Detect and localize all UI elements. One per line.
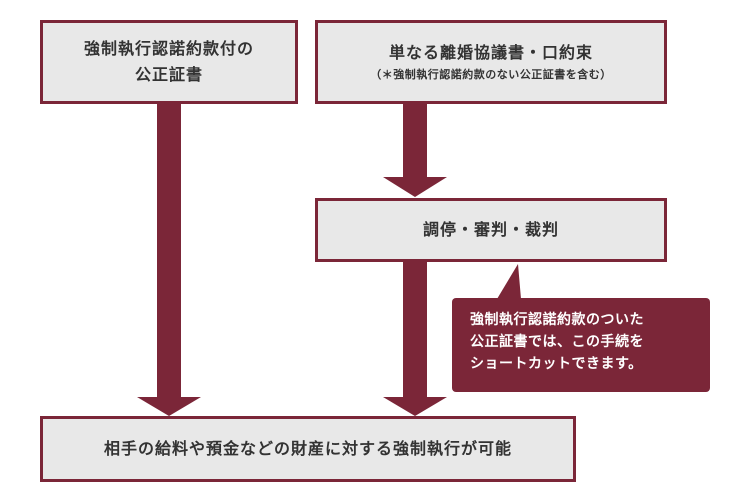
callout-pointer bbox=[497, 264, 521, 299]
enforcement-title: 相手の給料や預金などの財産に対する強制執行が可能 bbox=[103, 439, 512, 458]
notarized-deed-line2: 公正証書 bbox=[134, 65, 203, 84]
arrow-agreement-to-court bbox=[383, 102, 447, 197]
court-procedure-box: 調停・審判・裁判 bbox=[315, 198, 667, 262]
callout-line2: 公正証書では、この手続を bbox=[470, 334, 644, 350]
notarized-deed-box: 強制執行認諾約款付の 公正証書 bbox=[40, 20, 298, 104]
simple-agreement-note: （＊強制執行認諾約款のない公正証書を含む） bbox=[370, 68, 612, 81]
callout-line1: 強制執行認諾約款のついた bbox=[470, 312, 644, 328]
arrow-court-to-enforcement bbox=[383, 260, 447, 416]
arrow-deed-to-enforcement bbox=[137, 102, 201, 416]
callout-line3: ショートカットできます。 bbox=[470, 356, 643, 372]
shortcut-callout: 強制執行認諾約款のついた 公正証書では、この手続を ショートカットできます。 bbox=[452, 298, 710, 392]
simple-agreement-box: 単なる離婚協議書・口約束 （＊強制執行認諾約款のない公正証書を含む） bbox=[315, 20, 667, 104]
enforcement-box: 相手の給料や預金などの財産に対する強制執行が可能 bbox=[40, 416, 576, 482]
simple-agreement-title: 単なる離婚協議書・口約束 bbox=[388, 43, 593, 62]
notarized-deed-line1: 強制執行認諾約款付の bbox=[83, 39, 254, 58]
court-procedure-title: 調停・審判・裁判 bbox=[422, 220, 559, 239]
